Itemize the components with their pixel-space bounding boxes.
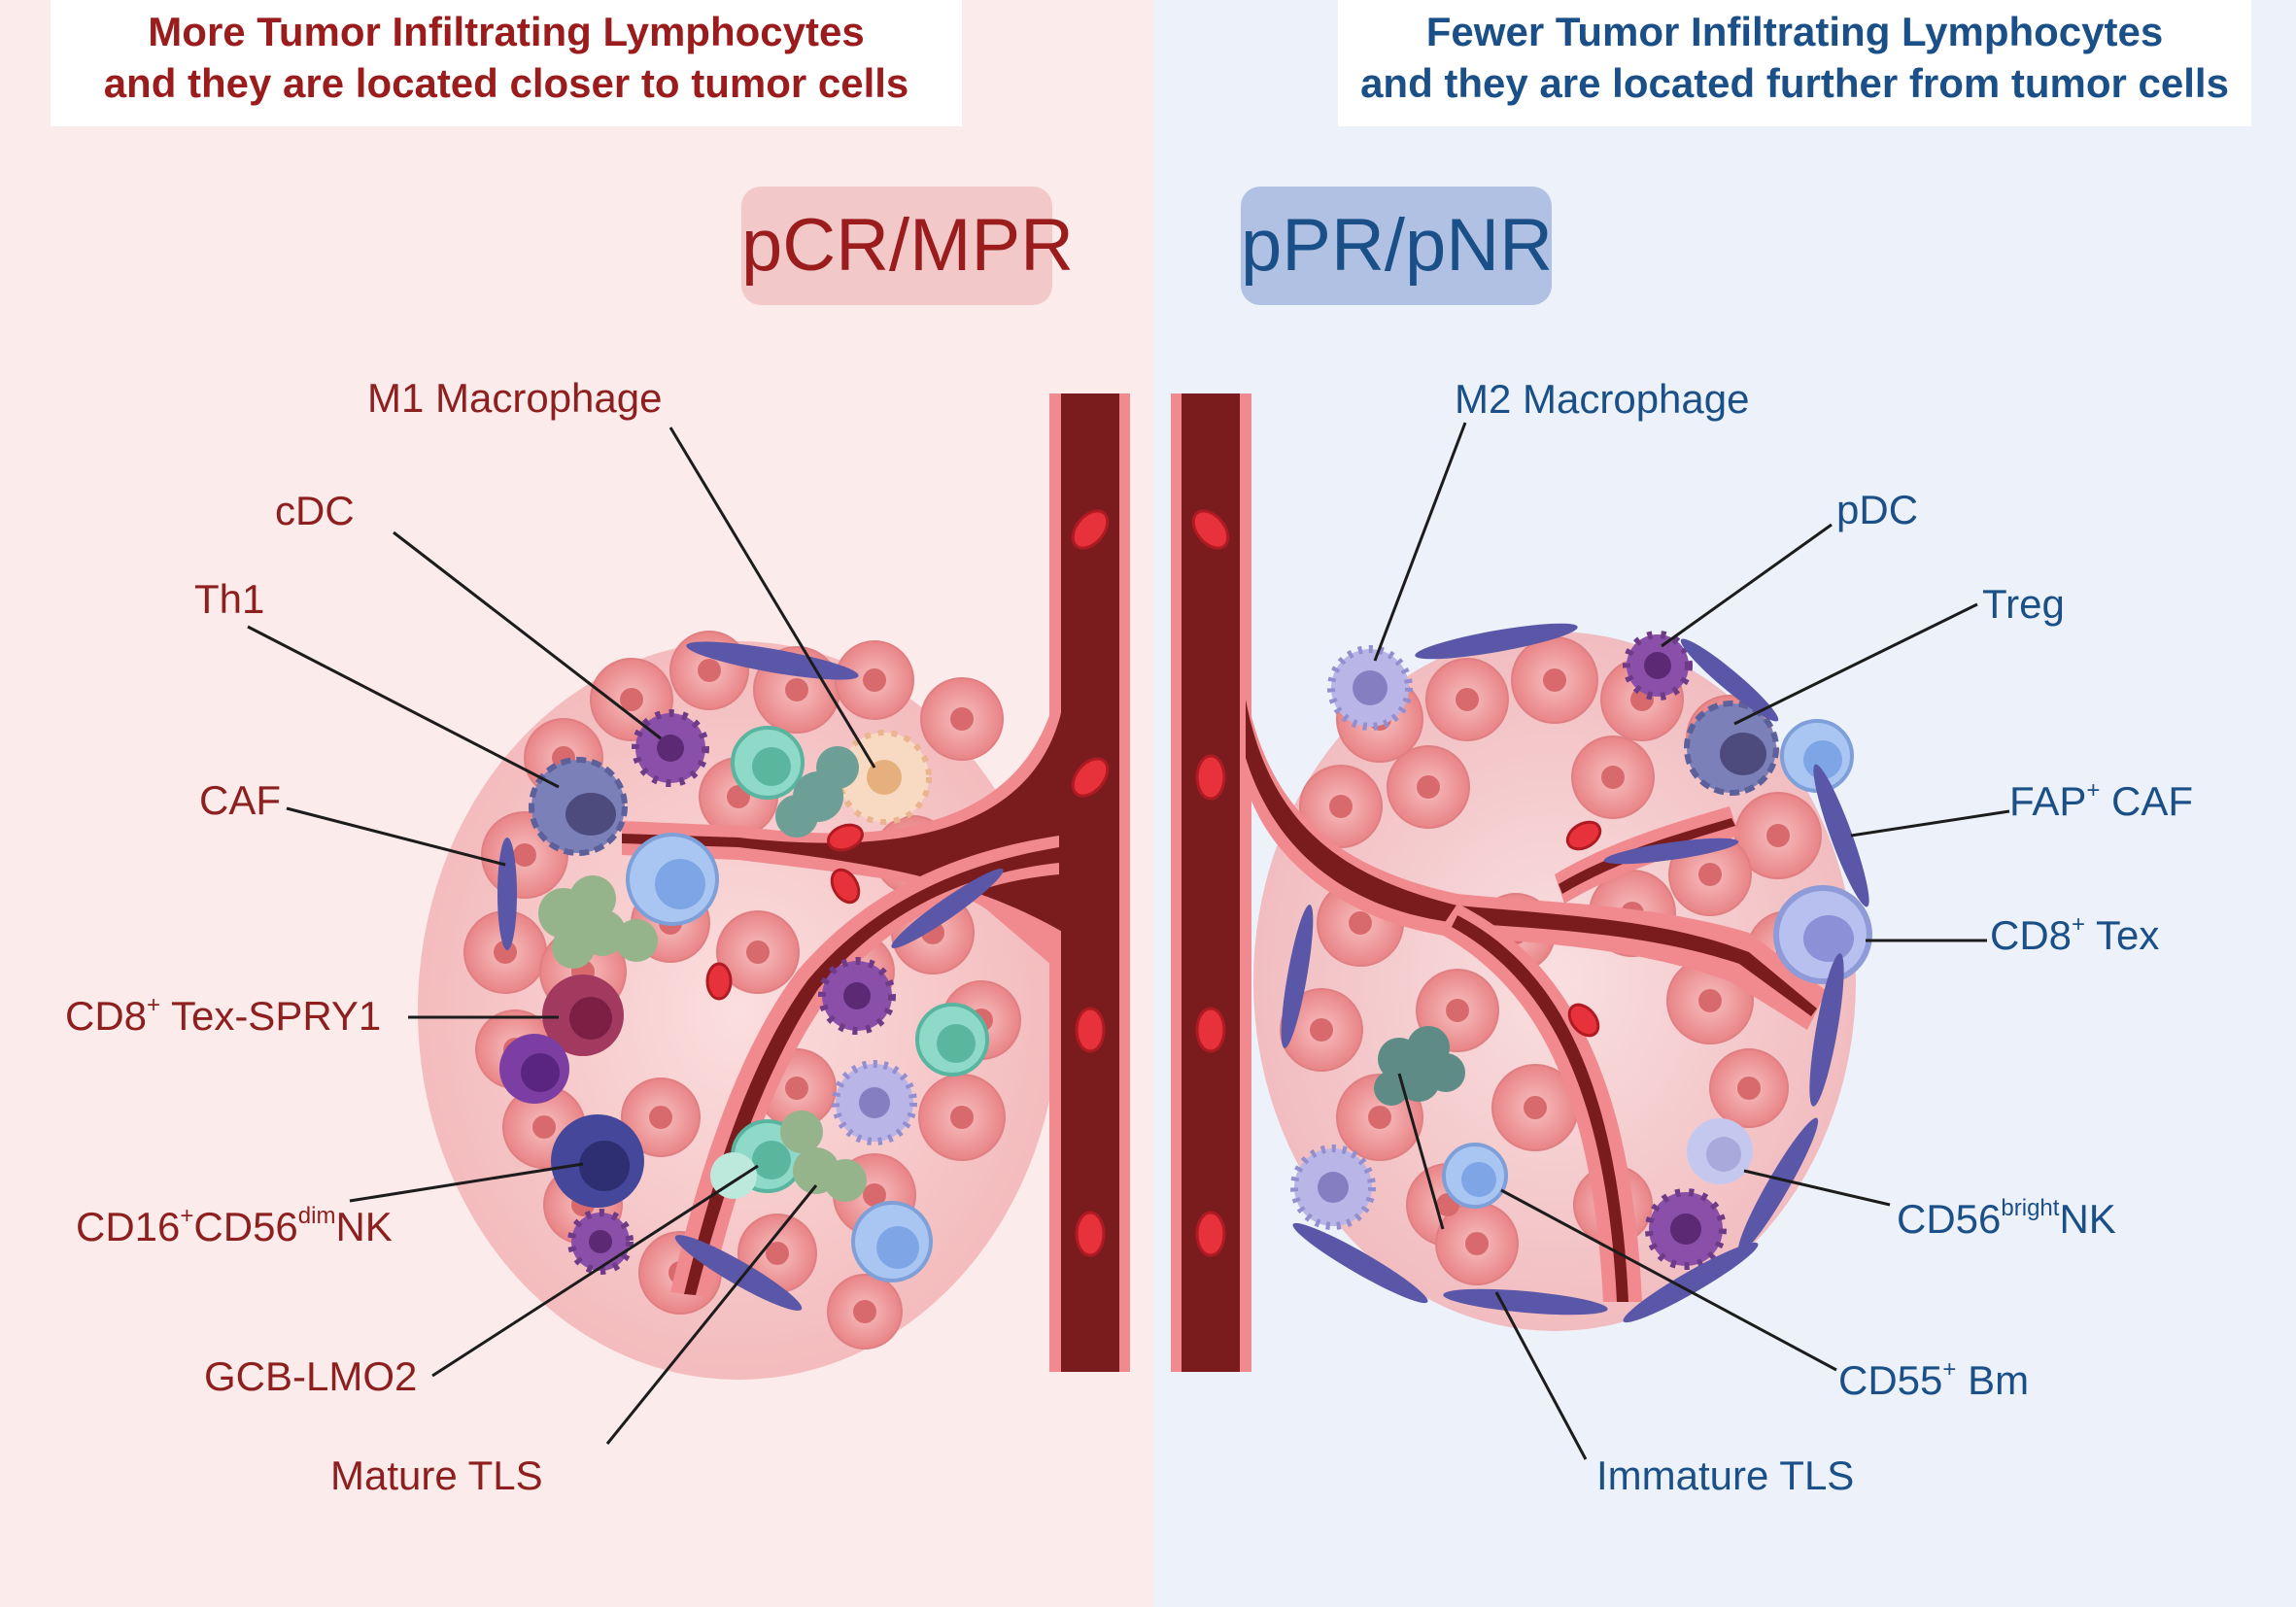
left-group-badge: pCR/MPR [741,187,1074,305]
pdc-cell [1623,631,1693,701]
label-cd16-cd56dim-nk: CD16+CD56dimNK [76,1203,393,1249]
right-headline-line1: Fewer Tumor Infiltrating Lymphocytes [1425,9,2164,54]
b-cell-blue-1 [626,833,719,926]
label-treg: Treg [1982,581,2065,627]
teal-cell-1 [915,1003,989,1077]
caf-cell-mid [891,869,1004,948]
label-caf: CAF [199,777,281,823]
left-blood-vessel [622,393,1130,1372]
caf-cell-left [497,838,517,950]
nk-bright-cell [1687,1118,1753,1184]
right-headline: Fewer Tumor Infiltrating Lymphocytes and… [1338,0,2251,126]
label-cd8-tex-spry1: CD8+ Tex-SPRY1 [65,992,382,1039]
right-group-badge: pPR/pNR [1241,187,1553,305]
right-headline-line2: and they are located further from tumor … [1360,60,2229,106]
fap-caf-ring [1281,623,1869,1323]
cd55-bm-cell [1442,1143,1508,1209]
label-m2-macrophage: M2 Macrophage [1455,376,1750,422]
left-headline: More Tumor Infiltrating Lymphocytes and … [51,0,962,126]
right-blood-vessel [1171,393,1827,1372]
th1-cell [529,757,628,856]
cd8-tex-cell [1773,885,1872,984]
b-cell-right-1 [1780,719,1854,793]
label-cd55-bm: CD55+ Bm [1838,1356,2030,1403]
label-pdc: pDC [1836,487,1919,532]
label-cdc: cDC [275,488,355,533]
treg-cell [1684,701,1779,796]
label-cd8-tex: CD8+ Tex [1990,911,2160,958]
left-headline-line2: and they are located closer to tumor cel… [103,60,909,106]
right-immune-cells [1281,623,1872,1323]
label-cd56bright-nk: CD56brightNK [1897,1195,2116,1242]
mature-tls-cluster [538,726,867,1202]
left-headline-line1: More Tumor Infiltrating Lymphocytes [148,9,865,54]
m2-macrophage-cell [1327,645,1413,731]
label-mature-tls: Mature TLS [330,1453,543,1498]
label-th1: Th1 [194,576,265,622]
purple-cell [499,1034,569,1104]
nk-dim-cell [551,1114,644,1208]
tex-spry1-cell [542,974,624,1056]
right-leader-lines [1373,422,2010,1460]
label-m1-macrophage: M1 Macrophage [367,375,663,421]
b-cell-blue-2 [851,1201,933,1282]
purple-dc-mid [818,957,896,1035]
label-fap-caf: FAP+ CAF [2009,777,2194,824]
immature-tls-cluster [1374,1026,1465,1106]
left-leader-lines [247,427,876,1445]
left-immune-cells [497,641,1004,1311]
lavender-cell-right [1290,1145,1376,1230]
purple-dc-right [1645,1188,1727,1270]
label-gcb-lmo2: GCB-LMO2 [204,1353,418,1399]
purple-dc-bottom [567,1209,634,1275]
label-immature-tls: Immature TLS [1596,1453,1855,1498]
caf-cell-bottom [674,1235,803,1311]
cdc-cell [632,709,709,787]
lavender-cell [832,1060,917,1145]
